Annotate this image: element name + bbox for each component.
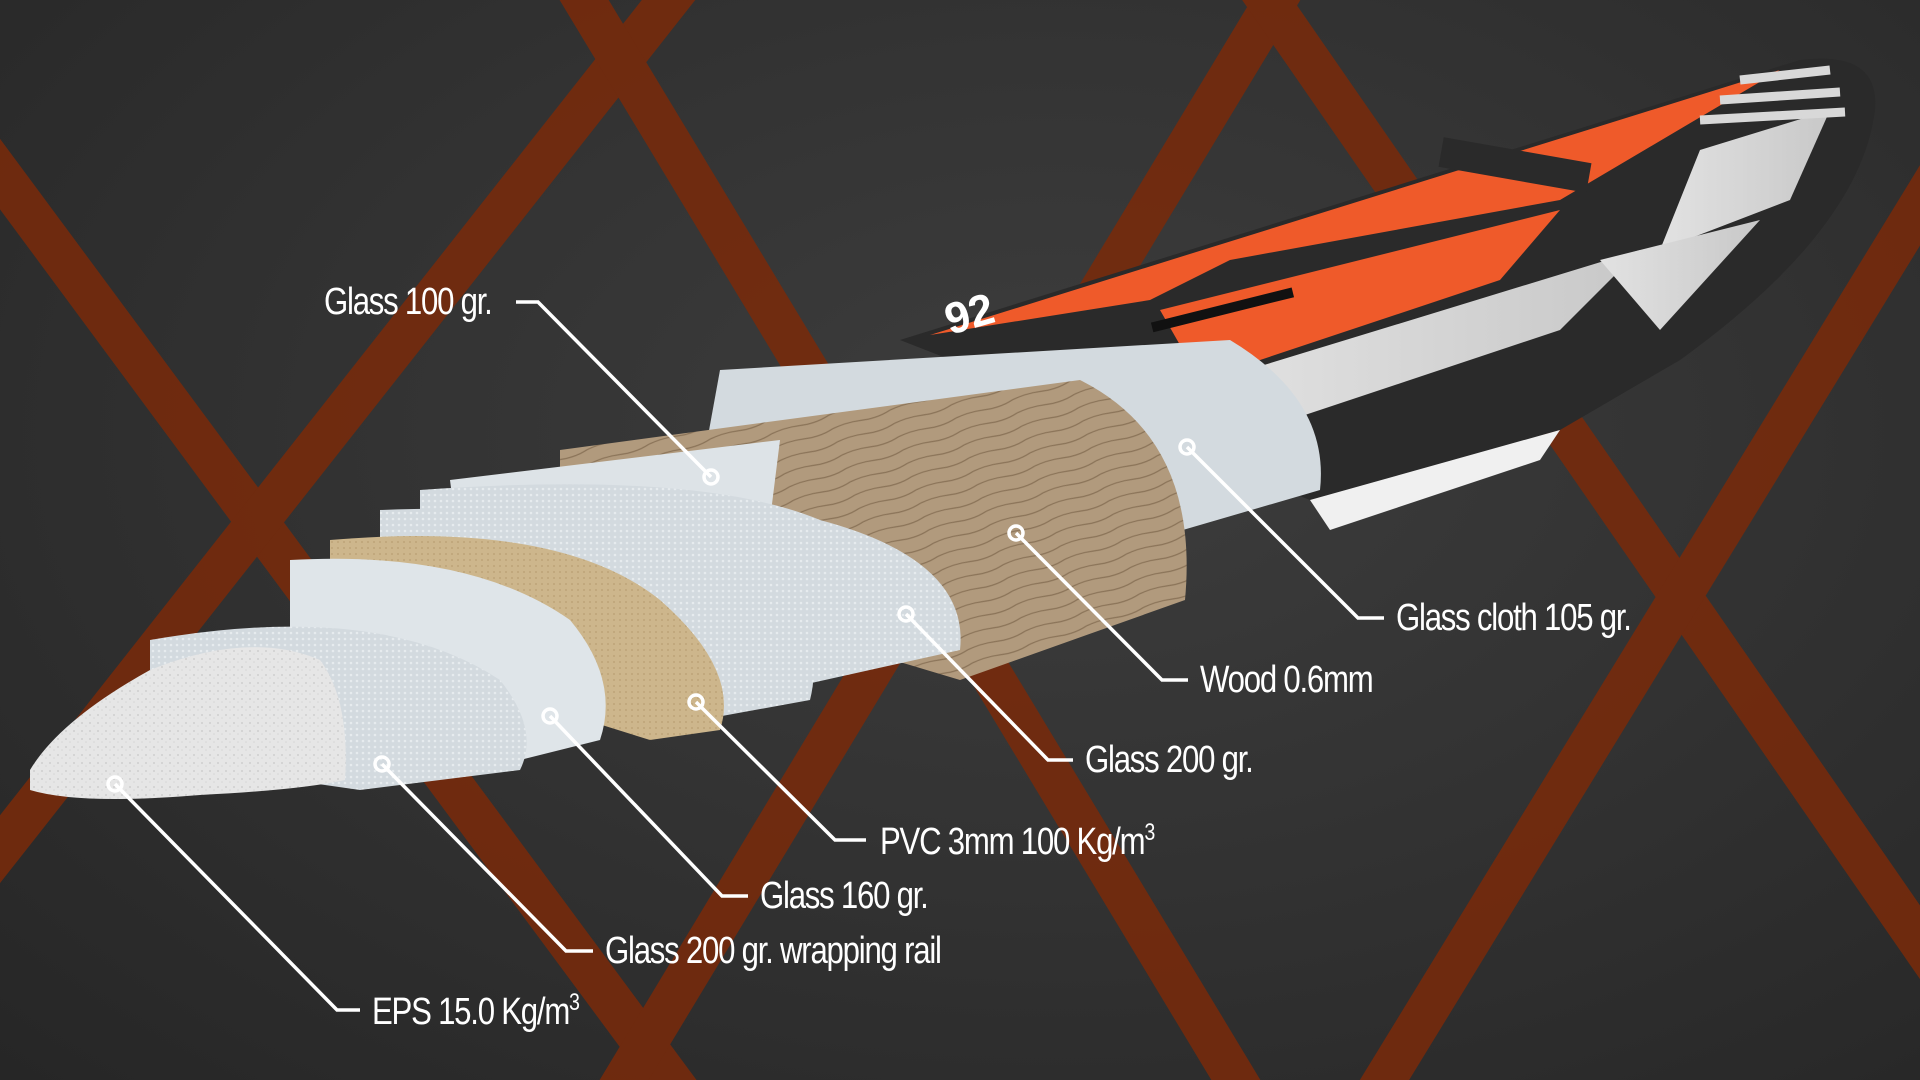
callout-dots [106,438,1196,793]
callout-glass-cloth-105: Glass cloth 105 gr. [1396,597,1632,639]
callout-glass-100: Glass 100 gr. [324,281,493,323]
callout-glass-200-rail: Glass 200 gr. wrapping rail [605,930,942,972]
callout-pvc: PVC 3mm 100 Kg/m3 [880,819,1155,863]
callout-glass-160: Glass 160 gr. [760,875,929,917]
callout-wood: Wood 0.6mm [1200,659,1374,701]
layer-eps-core [30,647,346,799]
callout-eps: EPS 15.0 Kg/m3 [372,989,580,1033]
callout-glass-200: Glass 200 gr. [1085,739,1254,781]
callout-lines [113,300,1384,1012]
